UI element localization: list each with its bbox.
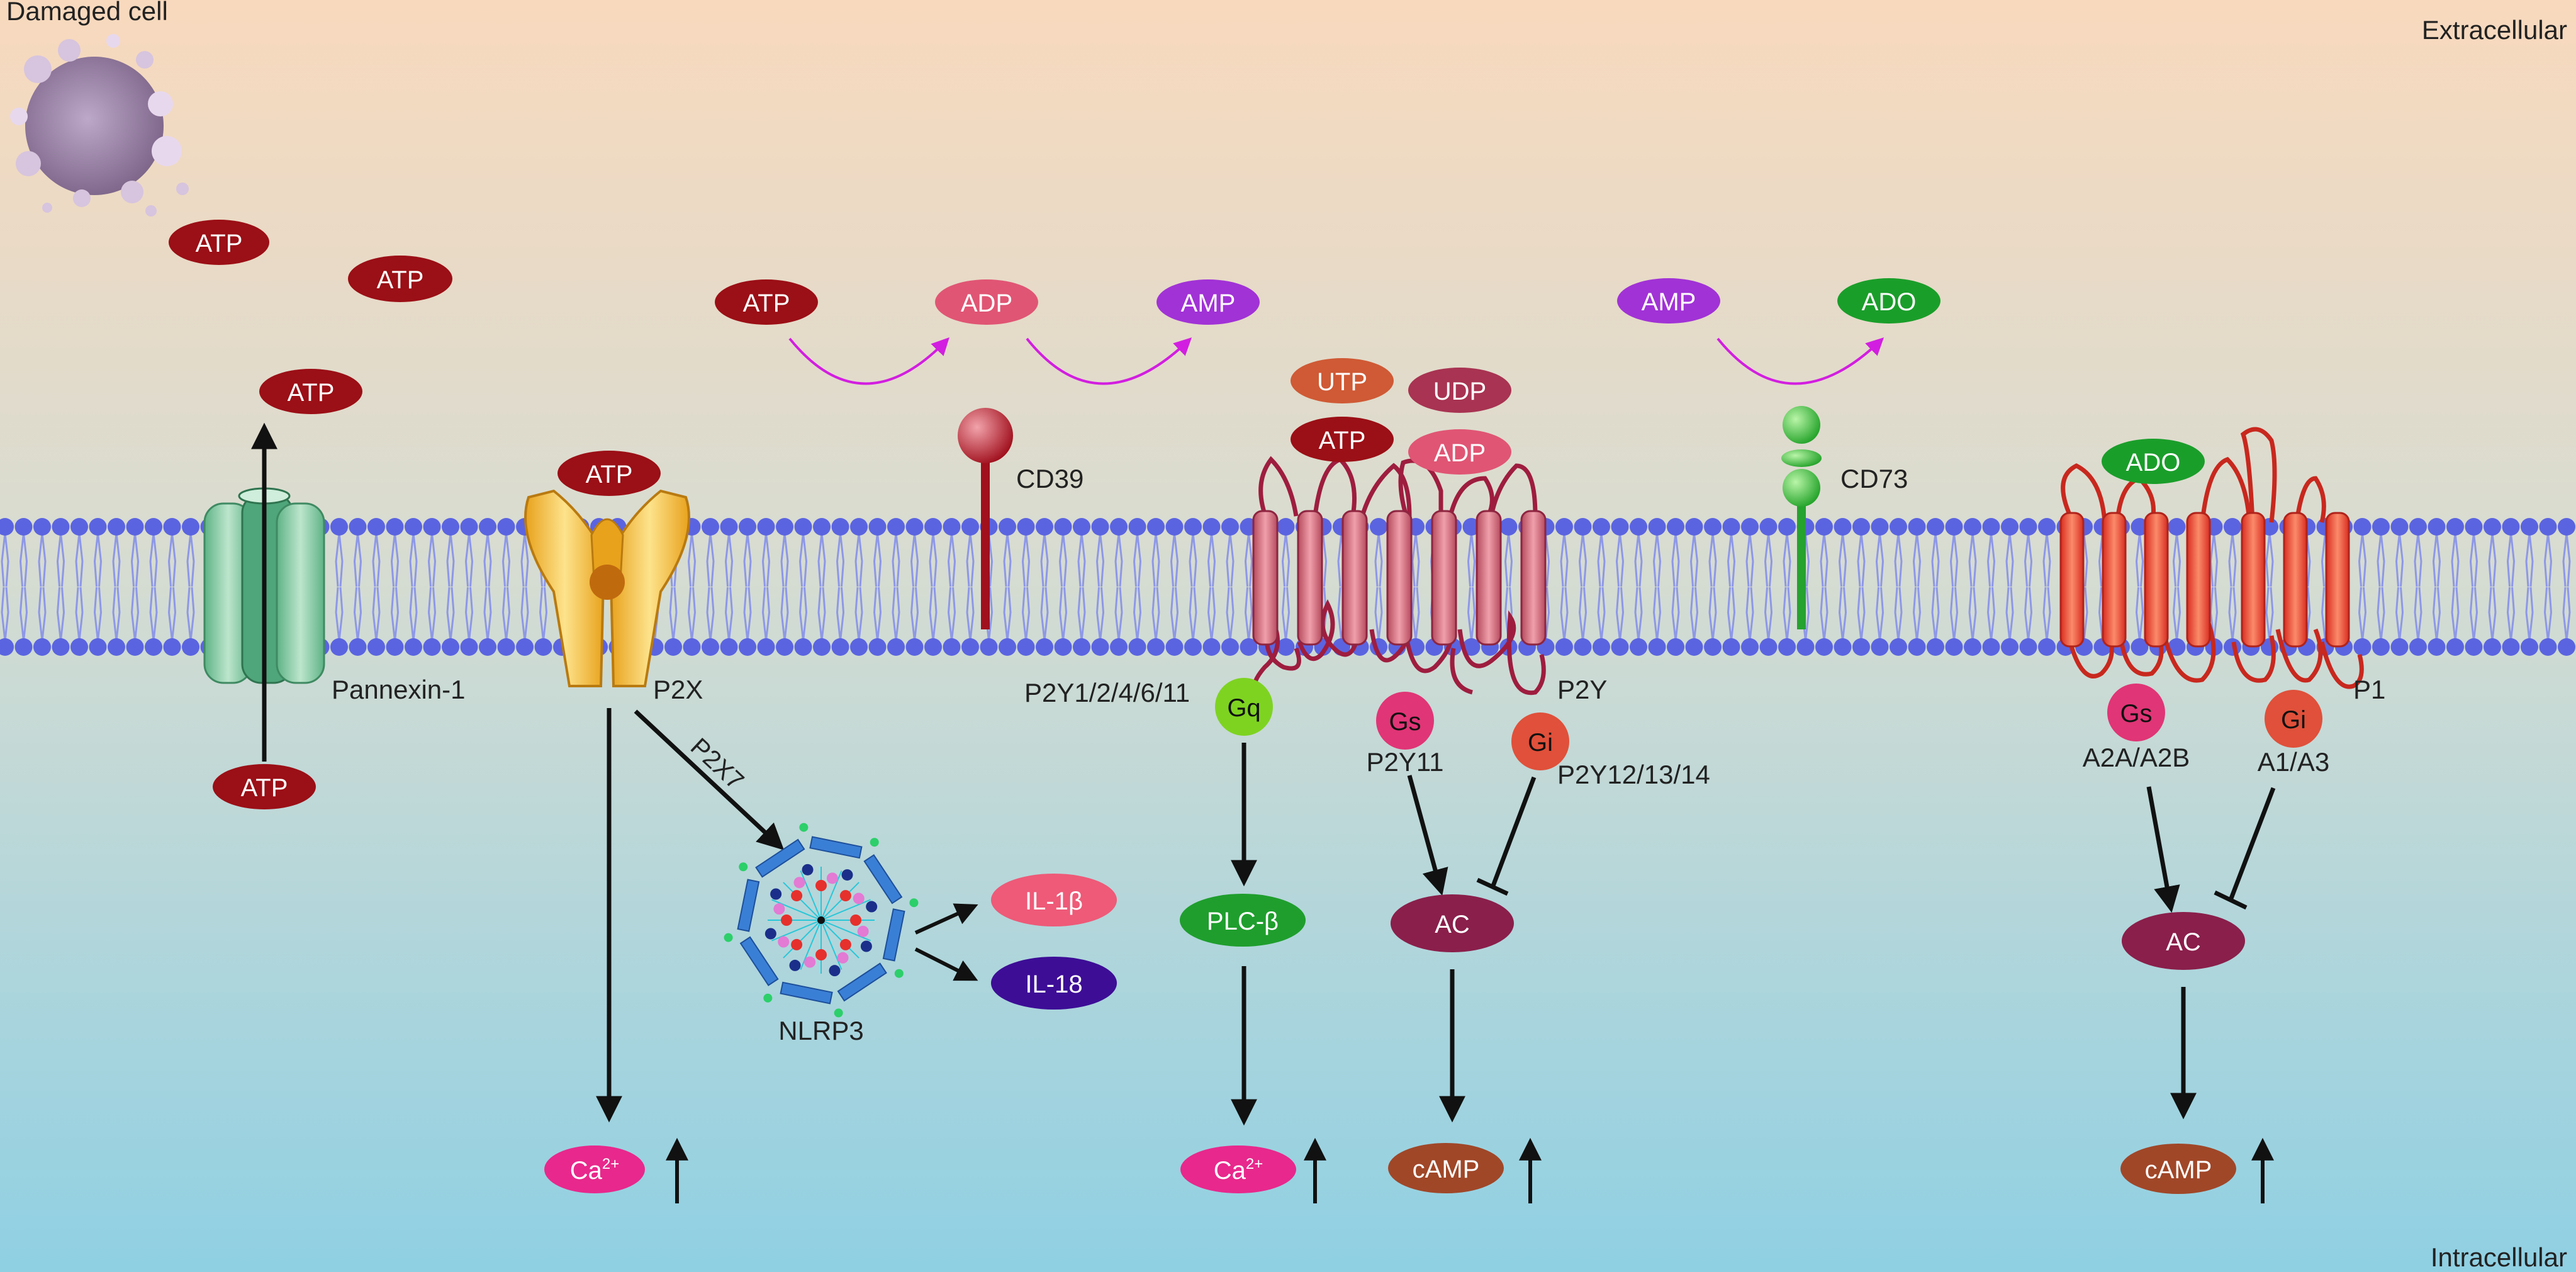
- pannexin-1-label: Pannexin-1: [332, 675, 465, 704]
- p2x7-arrow: [634, 709, 785, 850]
- damaged-cell-icon: [10, 34, 189, 217]
- gq-protein-badge: Gq: [1215, 678, 1273, 736]
- gi-ac-inhibition-bar: [1476, 877, 1509, 896]
- damaged-cell-label: Damaged cell: [6, 0, 168, 26]
- p2x-receptor-icon: ATP: [524, 451, 690, 687]
- ado-bubble: ADO: [2102, 439, 2205, 484]
- atp-bubble: ATP: [169, 220, 269, 265]
- calcium-bubble: Ca2+: [544, 1145, 645, 1193]
- atp-bubble: ATP: [348, 256, 452, 302]
- atp-text: ATP: [288, 379, 335, 407]
- pannexin-1-channel: [203, 487, 325, 684]
- calcium-text: Ca2+: [570, 1156, 620, 1185]
- gi-ac-inhibition-bar: [2214, 890, 2248, 910]
- atp-text: ATP: [586, 461, 633, 488]
- cd73-enzyme-icon: [1781, 406, 1822, 629]
- utp-text: UTP: [1317, 368, 1367, 396]
- gs-ac-arrow: [2146, 786, 2180, 913]
- p1-label: P1: [2353, 675, 2385, 704]
- adenylyl-cyclase-bubble: AC: [2122, 912, 2245, 970]
- p2y-receptor-icon: [1252, 456, 1547, 701]
- cd39-label: CD39: [1016, 464, 1084, 493]
- amp-to-ado-arrow: [1716, 337, 1884, 385]
- atp-bubble: ATP: [213, 764, 316, 809]
- gs-protein-badge: Gs: [2107, 684, 2165, 741]
- adp-text: ADP: [961, 290, 1012, 317]
- extracellular-label: Extracellular: [2422, 15, 2567, 45]
- gi-protein-badge: Gi: [2265, 690, 2322, 748]
- nlrp3-label: NLRP3: [778, 1016, 863, 1045]
- gq-text: Gq: [1227, 694, 1260, 722]
- ac-text: AC: [2166, 928, 2201, 956]
- amp-bubble: AMP: [1617, 278, 1720, 324]
- gs-text: Gs: [1389, 708, 1421, 736]
- a1-a3-label: A1/A3: [2258, 747, 2329, 777]
- ado-text: ADO: [2126, 449, 2181, 476]
- atp-bubble: ATP: [715, 279, 818, 325]
- amp-text: AMP: [1642, 288, 1696, 316]
- calcium-bubble: Ca2+: [1180, 1145, 1296, 1193]
- udp-text: UDP: [1433, 378, 1486, 405]
- nlrp3-inflammasome-icon: [724, 823, 919, 1018]
- atp-to-adp-arrow: [788, 337, 949, 385]
- atp-bubble: ATP: [259, 369, 362, 414]
- ado-bubble: ADO: [1837, 278, 1940, 324]
- gi-ac-inhibition: [1490, 776, 1537, 889]
- plc-text: PLC-β: [1207, 908, 1279, 935]
- adp-to-amp-arrow: [1026, 337, 1192, 385]
- camp-text: cAMP: [1413, 1156, 1480, 1183]
- adp-bubble: ADP: [935, 279, 1038, 325]
- adenylyl-cyclase-bubble: AC: [1391, 894, 1514, 952]
- cd39-enzyme-icon: [958, 408, 1013, 629]
- atp-text: ATP: [743, 290, 790, 317]
- il1b-bubble: IL-1β: [991, 874, 1117, 926]
- p2x-label: P2X: [653, 675, 703, 704]
- adp-bubble: ADP: [1408, 429, 1511, 475]
- camp-bubble: cAMP: [2120, 1144, 2236, 1194]
- gi-text: Gi: [2281, 706, 2306, 734]
- atp-text: ATP: [241, 774, 288, 802]
- p2y11-label: P2Y11: [1367, 747, 1444, 777]
- adp-text: ADP: [1434, 439, 1486, 467]
- gi-protein-badge: Gi: [1511, 712, 1569, 770]
- il18-arrow: [914, 947, 978, 981]
- plc-beta-bubble: PLC-β: [1180, 894, 1306, 947]
- il1b-text: IL-1β: [1025, 887, 1083, 915]
- atp-bubble: ATP: [1291, 417, 1394, 462]
- a2a-a2b-label: A2A/A2B: [2083, 743, 2190, 772]
- il18-text: IL-18: [1025, 971, 1082, 998]
- gs-text: Gs: [2120, 700, 2152, 728]
- intracellular-label: Intracellular: [2431, 1242, 2567, 1272]
- gi-ac-inhibition: [2228, 787, 2276, 901]
- atp-text: ATP: [196, 230, 243, 257]
- utp-bubble: UTP: [1291, 358, 1394, 403]
- gi-text: Gi: [1528, 729, 1553, 757]
- gs-protein-badge: Gs: [1376, 692, 1434, 750]
- il1b-arrow: [914, 903, 978, 935]
- amp-text: AMP: [1181, 290, 1236, 317]
- atp-text: ATP: [1319, 427, 1366, 454]
- camp-text: cAMP: [2145, 1156, 2212, 1184]
- amp-bubble: AMP: [1156, 279, 1260, 325]
- ac-text: AC: [1435, 911, 1470, 938]
- calcium-text: Ca2+: [1214, 1156, 1263, 1185]
- p2y-gq-label: P2Y1/2/4/6/11: [1024, 678, 1190, 707]
- camp-bubble: cAMP: [1388, 1143, 1504, 1193]
- atp-text: ATP: [377, 266, 424, 294]
- gs-ac-arrow: [1407, 775, 1448, 896]
- cd73-label: CD73: [1840, 464, 1908, 493]
- p2y12-label: P2Y12/13/14: [1557, 760, 1710, 789]
- p2y-label: P2Y: [1557, 675, 1607, 704]
- ado-text: ADO: [1862, 288, 1917, 316]
- p1-receptor-icon: [2059, 427, 2364, 689]
- udp-bubble: UDP: [1408, 368, 1511, 413]
- il18-bubble: IL-18: [991, 957, 1117, 1010]
